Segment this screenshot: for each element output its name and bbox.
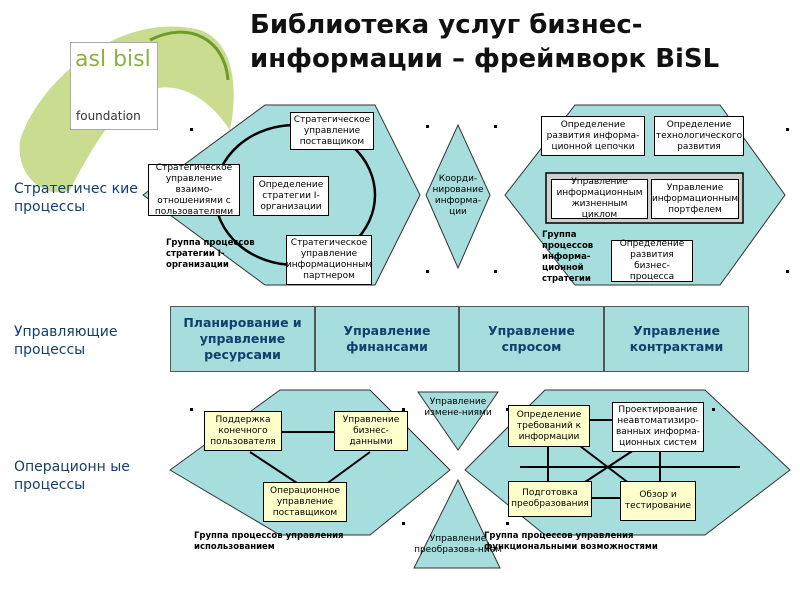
box-tech-dev: Определение технологического развития [654,116,744,156]
marker-dot [506,408,509,411]
label-operational: Операционн ые процессы [14,459,130,493]
connector-cross-2 [581,445,641,485]
box-portfolio-mgmt: Управление информационным портфелем [651,179,739,219]
group-label-org-strategy: Группа процессов стратегии I-организации [166,238,255,270]
logo-part-bisl: bisl [113,47,151,72]
box-requirements: Определение требований к информации [508,405,590,447]
change-mgmt-triangle [417,391,499,451]
coordination-label: Коорди-нирование информа-ции [432,174,484,217]
box-review: Обзор и тестирование [620,481,696,521]
box-chain-dev: Определение развития информа-ционной цеп… [541,116,645,156]
box-end-user-support: Поддержка конечного пользователя [204,411,282,451]
managing-cell-resources: Планирование и управление ресурсами [170,306,315,372]
marker-dot [494,125,497,128]
logo-part-asl: asl [75,47,107,72]
logo-wordmark: asl bisl [75,47,151,72]
title-line-1: Библиотека услуг бизнес- [250,10,643,40]
logo: asl bisl foundation [70,42,158,130]
coordination-diamond [425,123,491,270]
box-user-relations: Стратегическое управление взаимо-отношен… [148,163,240,217]
box-business-data: Управление бизнес-данными [334,411,408,451]
box-preparation: Подготовка преобразования [508,481,592,517]
box-lifecycle-mgmt: Управление информационным жизненным цикл… [551,177,648,220]
logo-subtitle: foundation [76,109,141,123]
marker-dot [712,408,715,411]
transition-triangle [413,478,501,569]
connector-cross-1 [579,445,631,485]
marker-dot [786,128,789,131]
label-managing: Управляющие процессы [14,324,118,358]
managing-cell-demand: Управление спросом [459,306,604,372]
group-label-usage: Группа процессов управления использовани… [194,531,344,552]
managing-cell-finance: Управление финансами [315,306,459,372]
group-label-info-strategy: Группа процессов информа-ционной стратег… [542,230,594,284]
connector-business-supplier [324,451,371,486]
group-label-functionality: Группа процессов управления функциональн… [484,531,658,552]
box-partner-strategic: Стратегическое управление информационным… [286,235,372,285]
box-supplier-ops: Операционное управление поставщиком [263,482,347,522]
marker-dot [402,522,405,525]
page-title: Библиотека услуг бизнес- информации – фр… [250,8,790,76]
marker-dot [402,408,405,411]
marker-dot [426,125,429,128]
box-design-nonauto: Проектирование неавтоматизиро-ванных инф… [612,402,704,452]
logo-arc-shape [149,30,230,81]
title-line-2: информации – фреймворк BiSL [250,44,720,74]
connector-support-supplier [249,451,301,486]
marker-dot [190,408,193,411]
transition-mgmt-label: Управление преобразова-нием [414,534,502,555]
marker-dot [190,128,193,131]
box-supplier-strategic: Стратегическое управление поставщиком [290,112,374,150]
box-business-dev: Определение развития бизнес-процесса [611,239,693,282]
marker-dot [786,270,789,273]
marker-dot [426,270,429,273]
box-org-strategy: Определение стратегии I-организации [253,176,329,216]
marker-dot [506,522,509,525]
label-strategic: Стратегичес кие процессы [14,181,138,215]
change-mgmt-label: Управление измене-ниями [424,397,492,418]
marker-dot [494,270,497,273]
managing-cell-contracts: Управление контрактами [604,306,749,372]
